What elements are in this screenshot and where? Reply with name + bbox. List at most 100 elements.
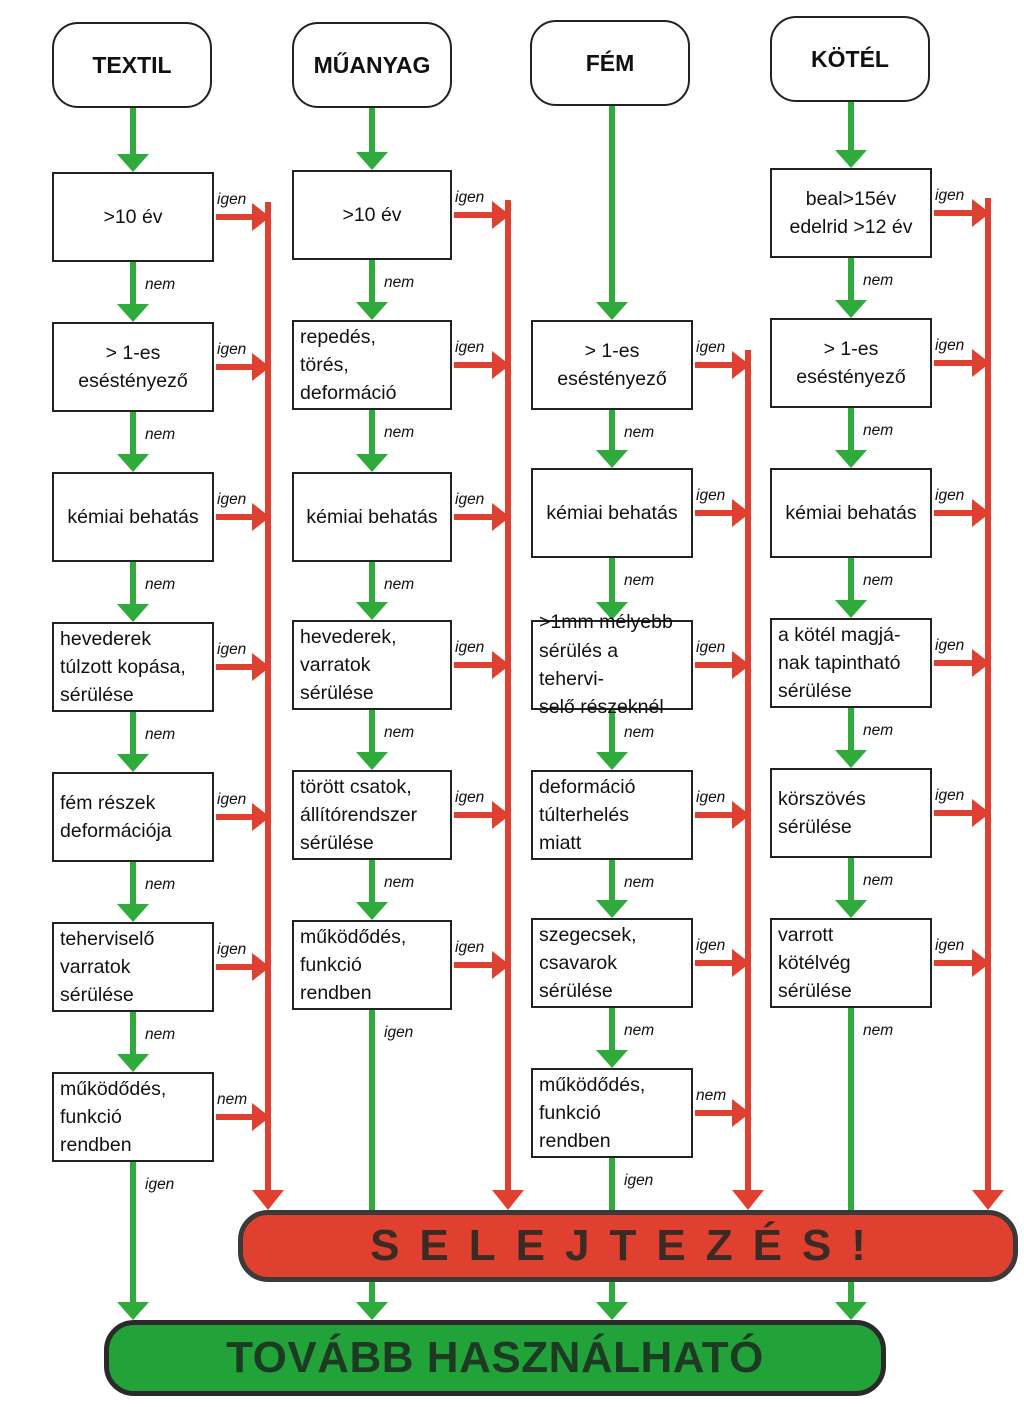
col3-discard-head (972, 1190, 1004, 1210)
decision-text: működődés, funkció rendben (300, 925, 407, 1005)
col2-box5-yes-arrow-head (732, 1099, 750, 1127)
decision-box-2-2: >1mm mélyebb sérülés a tehervi- selő rés… (531, 611, 693, 718)
no-label-0-3: nem (145, 726, 176, 743)
decision-box-1-5: működődés, funkció rendben (292, 920, 452, 1010)
no-label-3-3: nem (863, 722, 894, 739)
decision-text: > 1-es esésténye­ző (557, 339, 667, 390)
yes-label-2-3: igen (696, 789, 726, 806)
yes-label-2-2: igen (696, 639, 726, 656)
col0-box5-yes-arrow-head (252, 953, 270, 981)
yes-label-1-1: igen (455, 339, 485, 356)
col3-box4-yes-arrow-head (972, 799, 990, 827)
yes-label-1-5: igen (455, 939, 485, 956)
yes-label-2-4: igen (696, 937, 726, 954)
col0-box3-no-arrow-head (117, 754, 149, 772)
decision-box-3-2: kémiai behatás (770, 468, 932, 558)
col0-box4-no-arrow-head (117, 904, 149, 922)
decision-box-1-4: törött csatok, állítórendszer sérülése (292, 770, 452, 860)
yes-label-1-0: igen (455, 189, 485, 206)
col2-box1-yes-arrow-head (732, 499, 750, 527)
col1-box0-yes-arrow-head (492, 201, 510, 229)
decision-box-0-6: működődés, funkció rendben (52, 1072, 214, 1162)
decision-text: kémiai behatás (785, 501, 917, 524)
col0-box3-yes-arrow-head (252, 653, 270, 681)
col2-box5-no-arrow-head (596, 1302, 628, 1320)
decision-text: > 1-es esésténye­ző (796, 337, 906, 388)
decision-box-0-3: hevederek túlzott kopása, sérülése (52, 622, 214, 712)
yes-label-1-2: igen (455, 491, 485, 508)
decision-text: hevederek túlzott kopása, sérülése (60, 627, 186, 707)
col3-box1-no-arrow-head (835, 450, 867, 468)
usable-bar: TOVÁBB HASZNÁLHATÓ (104, 1320, 886, 1396)
decision-box-2-3: deformáció túlterhelés miatt (531, 770, 693, 860)
col1-box5-no-arrow-head (356, 1302, 388, 1320)
col2-box0-no-arrow-head (596, 450, 628, 468)
decision-box-2-1: kémiai behatás (531, 468, 693, 558)
col2-box2-yes-arrow-head (732, 651, 750, 679)
col3-box5-no-arrow-head (835, 1302, 867, 1320)
decision-box-2-4: szegecsek, csavarok sérülése (531, 918, 693, 1008)
col2-box1-no-arrow-head (596, 602, 628, 620)
col3-box1-yes-arrow-head (972, 349, 990, 377)
yes-label-3-1: igen (935, 337, 965, 354)
col2-box3-yes-arrow-head (732, 801, 750, 829)
no-label-2-4: nem (624, 1022, 655, 1039)
yes-label-0-5: igen (217, 941, 247, 958)
decision-text: szegecsek, csavarok sérülése (539, 923, 637, 1003)
yes-label-2-1: igen (696, 487, 726, 504)
col1-box0-no-arrow-head (356, 302, 388, 320)
decision-text: teherviselő varratok sérülése (60, 927, 155, 1007)
yes-label-3-4: igen (935, 787, 965, 804)
col0-box6-yes-arrow-head (252, 1103, 270, 1131)
decision-text: kémiai behatás (306, 505, 438, 528)
no-label-1-5: igen (384, 1024, 414, 1041)
col1-box2-no-arrow-head (356, 602, 388, 620)
col0-box1-yes-arrow-head (252, 353, 270, 381)
decision-text: kémiai behatás (546, 501, 678, 524)
col3-box2-yes-arrow-head (972, 499, 990, 527)
col1-discard-head (492, 1190, 524, 1210)
col2-header-arrow-head (596, 302, 628, 320)
col3-box5-yes-arrow-head (972, 949, 990, 977)
decision-box-3-1: > 1-es esésténye­ző (770, 318, 932, 408)
decision-box-1-1: repedés, törés, deformáció (292, 320, 452, 410)
col0-box2-no-arrow-head (117, 604, 149, 622)
col0-box4-yes-arrow-head (252, 803, 270, 831)
col1-box4-no-arrow-head (356, 902, 388, 920)
decision-box-1-0: >10 év (292, 170, 452, 260)
no-label-1-2: nem (384, 576, 415, 593)
col0-discard-head (252, 1190, 284, 1210)
decision-box-2-5: működődés, funkció rendben (531, 1068, 693, 1158)
col2-box4-yes-arrow-head (732, 949, 750, 977)
no-label-3-2: nem (863, 572, 894, 589)
col1-header-arrow-head (356, 152, 388, 170)
decision-text: >10 év (103, 205, 163, 228)
no-label-2-1: nem (624, 572, 655, 589)
col2-box2-no-arrow-head (596, 752, 628, 770)
no-label-3-0: nem (863, 272, 894, 289)
yes-label-0-6: nem (217, 1091, 248, 1108)
column-header-0: TEXTIL (52, 22, 212, 108)
no-label-3-4: nem (863, 872, 894, 889)
col3-box0-no-arrow-head (835, 300, 867, 318)
decision-box-0-0: >10 év (52, 172, 214, 262)
col0-header-arrow-head (117, 154, 149, 172)
yes-label-3-2: igen (935, 487, 965, 504)
decision-text: beal>15év edelrid >12 év (789, 187, 913, 238)
decision-box-3-4: körszövés sérülése (770, 768, 932, 858)
yes-label-3-3: igen (935, 637, 965, 654)
col0-box0-yes-arrow-head (252, 203, 270, 231)
yes-label-1-3: igen (455, 639, 485, 656)
column-header-1: MŰANYAG (292, 22, 452, 108)
decision-text: hevederek, varratok sérülése (300, 625, 397, 705)
col1-box2-yes-arrow-head (492, 503, 510, 531)
decision-text: körszövés sérülése (778, 787, 866, 838)
col3-box2-no-arrow-head (835, 600, 867, 618)
col1-box1-yes-arrow-head (492, 351, 510, 379)
decision-text: repedés, törés, deformáció (300, 325, 397, 405)
decision-text: működődés, funkció rendben (60, 1077, 167, 1157)
col3-box4-no-arrow-head (835, 900, 867, 918)
col0-box5-no-arrow-head (117, 1054, 149, 1072)
